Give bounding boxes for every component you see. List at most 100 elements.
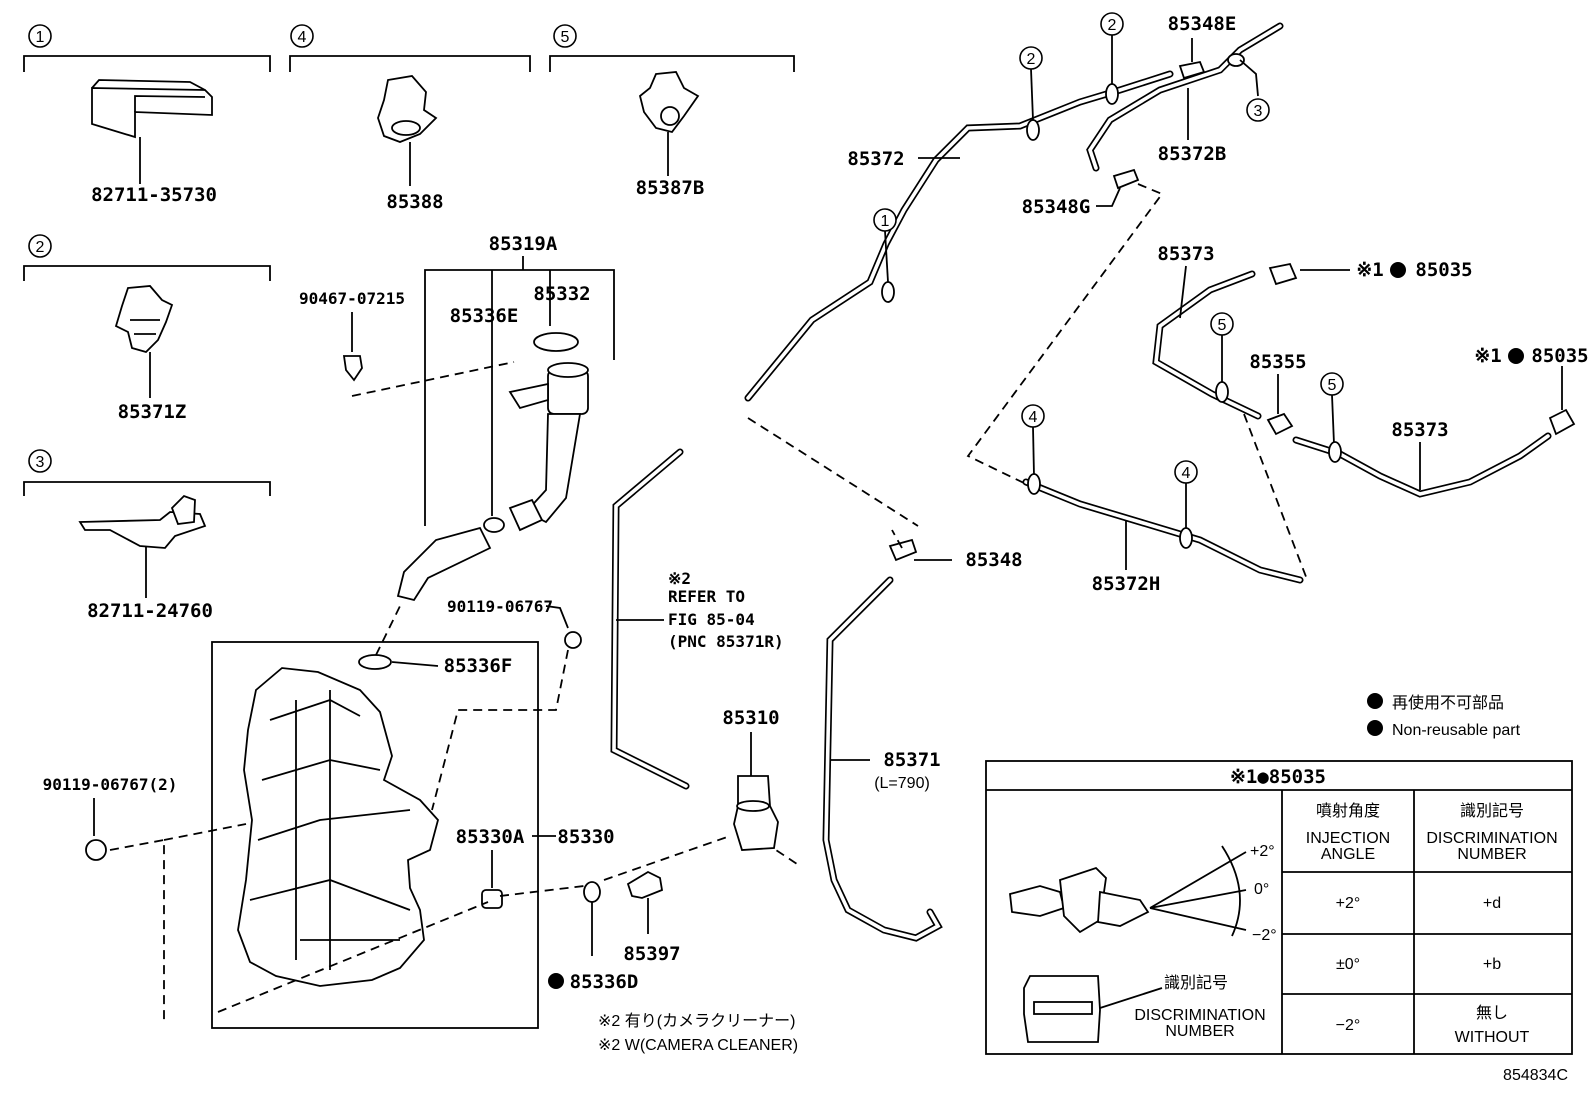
note-camera-en: ※2 W(CAMERA CLEANER) — [598, 1037, 798, 1054]
valve-85355 — [1266, 412, 1294, 436]
label-85372B: 85372B — [1158, 143, 1227, 165]
non-reusable-mark — [548, 973, 564, 989]
label-85373-lower: 85373 — [1391, 419, 1448, 441]
label-85371-length: (L=790) — [874, 775, 930, 792]
label-90467-07215: 90467-07215 — [299, 289, 405, 308]
callout-circle — [28, 24, 52, 48]
label-85332: 85332 — [533, 283, 590, 305]
tank-assembly: 85336F 90119-06767 90119-06767(2) — [43, 597, 582, 1029]
refer-line2: REFER TO — [668, 587, 745, 606]
diagram-code: 854834C — [1503, 1067, 1568, 1084]
inset-2: 2 85371Z — [23, 234, 271, 423]
table-row3-angle: −2° — [1336, 1017, 1361, 1034]
washer-tank — [237, 667, 439, 987]
label-90119-06767-2: 90119-06767(2) — [43, 775, 178, 794]
table-row3-mark1: 無し — [1476, 1004, 1508, 1022]
label-85355: 85355 — [1249, 351, 1306, 373]
hose-85372: 85372 1 2 2 85348E 85372B 3 85348G — [744, 12, 1284, 485]
note-camera-jp: ※2 有り(カメラクリーナー) — [598, 1012, 795, 1030]
grommet-85336F — [358, 654, 392, 670]
hose-85373-upper — [1152, 270, 1262, 420]
callout-5: 5 — [1218, 317, 1227, 334]
notes: ※2 有り(カメラクリーナー) ※2 W(CAMERA CLEANER) 854… — [598, 1012, 1568, 1084]
callout-2: 2 — [1027, 51, 1036, 68]
table-row1-mark: +d — [1483, 895, 1501, 912]
refer-line3: FIG 85-04 — [668, 610, 755, 629]
tank-frame — [211, 641, 539, 1029]
label-85373-upper: 85373 — [1157, 243, 1214, 265]
table-row1-angle: +2° — [1336, 895, 1361, 912]
label-85348E: 85348E — [1168, 13, 1237, 35]
label-85330A: 85330A — [456, 826, 525, 848]
nozzle-85035-a — [1268, 262, 1298, 286]
callout-5: 5 — [1328, 377, 1337, 394]
legend: 再使用不可部品 Non-reusable part — [1367, 693, 1521, 739]
label-85372: 85372 — [847, 148, 904, 170]
clip-shape — [638, 71, 700, 134]
inset-5: 5 85387B — [549, 24, 795, 199]
callout-4: 4 — [1182, 465, 1191, 482]
table-col1-jp: 噴射角度 — [1316, 802, 1380, 820]
clip-shape — [114, 285, 174, 354]
clamp-bracket-shape — [91, 87, 213, 139]
disc-en2: NUMBER — [1165, 1023, 1234, 1040]
grommet-85336D — [583, 881, 601, 903]
angle-minus: −2° — [1252, 927, 1277, 944]
callout-1: 1 — [881, 213, 890, 230]
hose-85372H-line — [1022, 478, 1304, 584]
label-85319A: 85319A — [489, 233, 558, 255]
angle-plus: +2° — [1250, 843, 1275, 860]
callout-4: 4 — [1029, 409, 1038, 426]
table-title: ※1●85035 — [1230, 766, 1326, 788]
bolt-90119-2 — [85, 839, 107, 861]
table-col2-en2: NUMBER — [1457, 846, 1526, 863]
callout-2: 2 — [1108, 17, 1117, 34]
refer-line4: (PNC 85371R) — [668, 632, 784, 651]
refer-line1: ※2 — [668, 569, 691, 588]
kome1-a: ※1 — [1356, 259, 1383, 281]
joint-85348G — [1112, 168, 1140, 190]
inset-bracket — [23, 55, 271, 72]
table-col1-en1: INJECTION — [1306, 830, 1390, 847]
joint-85348 — [888, 538, 918, 562]
bolt-90119 — [564, 631, 582, 649]
table-col1-en2: ANGLE — [1321, 846, 1375, 863]
label-85348G: 85348G — [1022, 196, 1091, 218]
label-90119-06767: 90119-06767 — [447, 597, 553, 616]
filler-assembly: 85319A 85332 85336E 90467-07215 — [299, 233, 615, 602]
label-85372H: 85372H — [1092, 573, 1161, 595]
inset-1: 1 82711-35730 — [23, 24, 271, 206]
label-85336F: 85336F — [444, 655, 513, 677]
callout-3: 3 — [36, 454, 45, 471]
nozzle-illustration — [1009, 885, 1066, 917]
pump-area: 85330A 85330 85336D 85397 85310 ※2 REFER… — [217, 448, 801, 1013]
label-85035-a: 85035 — [1415, 259, 1472, 281]
inset-4: 4 85388 — [289, 24, 531, 213]
connector-85397 — [626, 870, 664, 899]
part-number-label: 82711-35730 — [91, 184, 217, 206]
label-85035-b: 85035 — [1531, 345, 1588, 367]
part-number-label: 85371Z — [118, 401, 187, 423]
label-85336D: 85336D — [570, 971, 639, 993]
inset-3: 3 82711-24760 — [23, 449, 271, 622]
nozzle-85035-b — [1548, 408, 1576, 436]
washer-pump — [733, 775, 779, 851]
filler-cap — [533, 332, 579, 352]
lower-hose — [396, 526, 492, 602]
part-number-label: 85388 — [386, 191, 443, 213]
bracket-shape — [78, 511, 207, 549]
bolt-90467 — [342, 355, 363, 382]
callout-4: 4 — [298, 29, 307, 46]
hose-85373: 85373 ※1 85035 5 85355 5 85373 ※1 85035 — [1021, 243, 1589, 595]
injection-angle-table: ※1●85035 噴射角度 INJECTION ANGLE 識別記号 DISCR… — [985, 760, 1573, 1055]
table-row3-mark2: WITHOUT — [1455, 1029, 1530, 1046]
legend-jp: 再使用不可部品 — [1392, 694, 1504, 712]
table-col2-en1: DISCRIMINATION — [1426, 830, 1557, 847]
table-col2-jp: 識別記号 — [1460, 802, 1524, 820]
part-number-label: 82711-24760 — [87, 600, 213, 622]
kome1-b: ※1 — [1474, 345, 1501, 367]
label-85310: 85310 — [722, 707, 779, 729]
callout-3: 3 — [1254, 103, 1263, 120]
